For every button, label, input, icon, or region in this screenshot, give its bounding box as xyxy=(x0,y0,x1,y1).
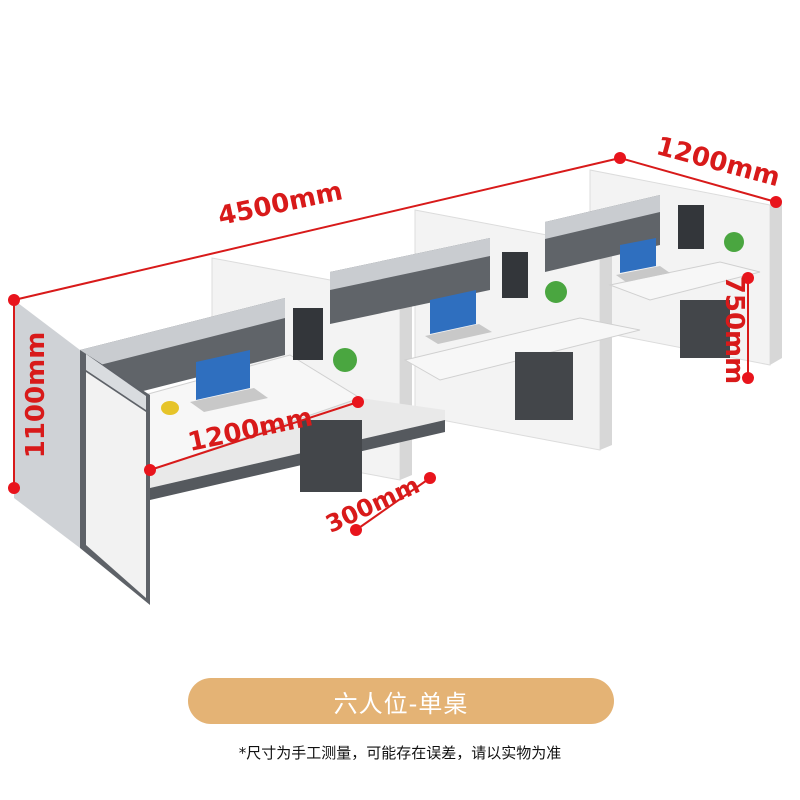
configuration-badge: 六人位-单桌 xyxy=(188,678,614,724)
cpu-towers xyxy=(300,300,730,492)
cup xyxy=(161,401,179,415)
workstation-illustration: 4500mm 1200mm 1100mm 1200mm 300mm 750mm xyxy=(8,131,783,605)
dimension-points xyxy=(8,152,782,536)
laptops xyxy=(190,238,670,412)
binders xyxy=(293,205,704,360)
end-partition xyxy=(14,300,150,605)
desk-tops xyxy=(89,261,761,500)
screen-height-label: 1100mm xyxy=(21,332,51,459)
desk-height-label: 750mm xyxy=(719,276,749,384)
total-length-label: 4500mm xyxy=(215,176,345,232)
dimension-lines xyxy=(13,157,777,531)
depth-label: 1200mm xyxy=(653,131,783,193)
privacy-screens xyxy=(80,195,660,407)
plants xyxy=(333,232,744,372)
configuration-label: 六人位-单桌 xyxy=(333,689,469,718)
measurement-disclaimer: *尺寸为手工测量，可能存在误差，请以实物为准 xyxy=(238,744,562,762)
